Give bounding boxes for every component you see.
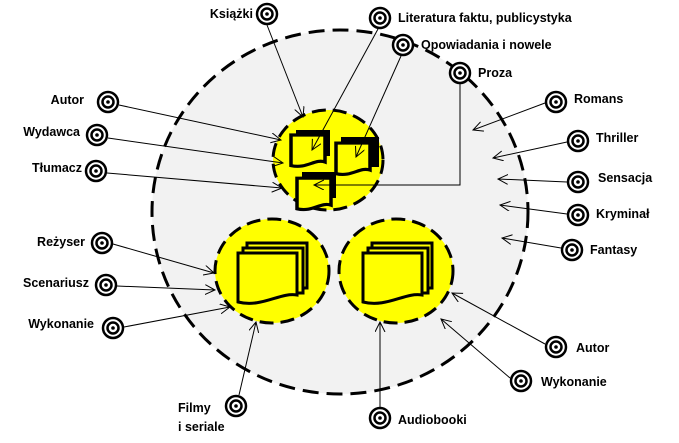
node-fantasy-icon[interactable] <box>560 238 584 262</box>
node-literatura-icon[interactable] <box>368 6 392 30</box>
node-wykonanie-film-icon[interactable] <box>101 316 125 340</box>
node-filmy-icon[interactable] <box>224 394 248 418</box>
node-thriller-icon[interactable] <box>566 129 590 153</box>
node-romans-icon[interactable] <box>544 90 568 114</box>
node-autor-books-icon[interactable] <box>96 90 120 114</box>
book-icon <box>289 130 330 169</box>
node-autor-audio-icon[interactable] <box>544 335 568 359</box>
label-rezyser: Reżyser <box>37 235 85 249</box>
book-icon <box>295 172 336 212</box>
label-ksiazki: Książki <box>210 7 253 21</box>
audio-docs-icon <box>361 241 434 305</box>
node-opowiadania-icon[interactable] <box>391 33 415 57</box>
label-fantasy: Fantasy <box>590 243 637 257</box>
label-romans: Romans <box>574 92 623 106</box>
node-kryminal-icon[interactable] <box>566 203 590 227</box>
label-sensacja: Sensacja <box>598 171 653 185</box>
label-thriller: Thriller <box>596 131 639 145</box>
label-scenariusz: Scenariusz <box>23 276 89 290</box>
connectors <box>106 24 568 407</box>
label-filmy-line2: i seriale <box>178 420 225 434</box>
node-ksiazki-icon[interactable] <box>255 2 279 26</box>
label-filmy-line1: Filmy <box>178 401 211 415</box>
label-proza: Proza <box>478 66 513 80</box>
label-wykonanie-audio: Wykonanie <box>541 375 607 389</box>
film-docs-icon <box>236 241 309 305</box>
label-autor-books: Autor <box>51 93 84 107</box>
node-wykonanie-audio-icon[interactable] <box>509 369 533 393</box>
label-autor-audio: Autor <box>576 341 609 355</box>
label-literatura: Literatura faktu, publicystyka <box>398 11 573 25</box>
label-tlumacz: Tłumacz <box>32 161 82 175</box>
label-audiobooki: Audiobooki <box>398 413 467 427</box>
node-sensacja-icon[interactable] <box>566 170 590 194</box>
label-kryminal: Kryminał <box>596 207 650 221</box>
node-rezyser-icon[interactable] <box>90 231 114 255</box>
node-audiobooki-icon[interactable] <box>368 406 392 430</box>
label-opowiadania: Opowiadania i nowele <box>421 38 552 52</box>
media-group <box>150 28 530 396</box>
label-wydawca: Wydawca <box>23 125 81 139</box>
label-wykonanie-film: Wykonanie <box>28 317 94 331</box>
node-wydawca-icon[interactable] <box>85 123 109 147</box>
node-proza-icon[interactable] <box>448 61 472 85</box>
node-tlumacz-icon[interactable] <box>84 159 108 183</box>
node-scenariusz-icon[interactable] <box>94 273 118 297</box>
